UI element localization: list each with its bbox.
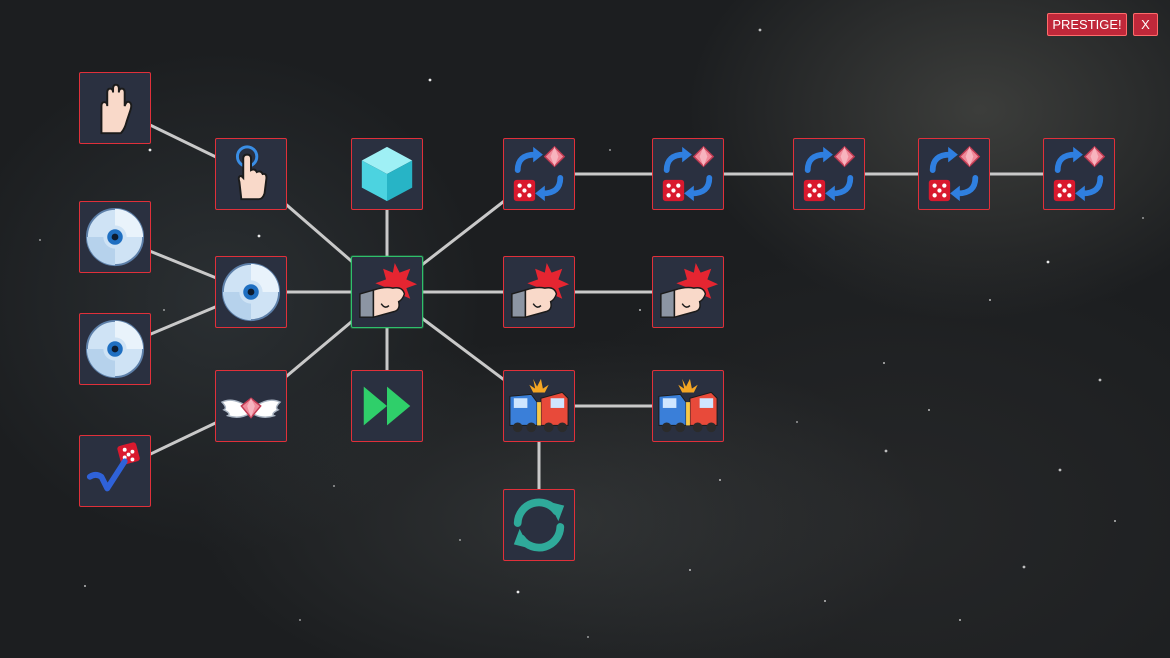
- star: [333, 485, 335, 487]
- star: [719, 479, 721, 481]
- skill-node-punch-3[interactable]: [652, 256, 724, 328]
- prestige-button[interactable]: PRESTIGE!: [1047, 13, 1127, 36]
- disc-icon: [84, 318, 146, 380]
- dice-gem-swap-icon: [657, 143, 719, 205]
- skill-node-winged-gem[interactable]: [215, 370, 287, 442]
- dice-gem-swap-icon: [923, 143, 985, 205]
- dice-gem-swap-icon: [508, 143, 570, 205]
- star: [148, 148, 152, 152]
- star: [884, 449, 888, 453]
- star: [1114, 520, 1116, 522]
- star: [84, 585, 86, 587]
- star: [516, 590, 520, 594]
- hand-icon: [84, 77, 146, 139]
- star: [928, 409, 930, 411]
- star: [639, 309, 641, 311]
- dice-gem-swap-icon: [798, 143, 860, 205]
- skill-node-reroll-4[interactable]: [918, 138, 990, 210]
- star: [299, 619, 301, 621]
- star: [459, 539, 461, 541]
- skill-node-fast-forward[interactable]: [351, 370, 423, 442]
- skill-node-refresh[interactable]: [503, 489, 575, 561]
- skill-node-reroll-3[interactable]: [793, 138, 865, 210]
- skill-node-cube[interactable]: [351, 138, 423, 210]
- skill-node-crash-1[interactable]: [503, 370, 575, 442]
- star: [1098, 378, 1102, 382]
- punch-icon: [356, 261, 418, 323]
- star: [758, 28, 762, 32]
- skill-node-punch-center[interactable]: [351, 256, 423, 328]
- skill-node-hand[interactable]: [79, 72, 151, 144]
- star: [1022, 565, 1026, 569]
- cube-icon: [356, 143, 418, 205]
- skill-node-punch-2[interactable]: [503, 256, 575, 328]
- star: [163, 309, 165, 311]
- skill-node-reroll-2[interactable]: [652, 138, 724, 210]
- skill-node-disc-2[interactable]: [215, 256, 287, 328]
- star: [1058, 468, 1062, 472]
- winged-gem-icon: [220, 375, 282, 437]
- star: [1142, 217, 1144, 219]
- punch-icon: [657, 261, 719, 323]
- truck-crash-icon: [657, 375, 719, 437]
- close-button[interactable]: X: [1133, 13, 1158, 36]
- star: [587, 636, 589, 638]
- tap-finger-icon: [220, 143, 282, 205]
- dice-check-icon: [84, 440, 146, 502]
- truck-crash-icon: [508, 375, 570, 437]
- dice-gem-swap-icon: [1048, 143, 1110, 205]
- star: [39, 239, 41, 241]
- skill-node-dice-check[interactable]: [79, 435, 151, 507]
- skill-node-reroll-1[interactable]: [503, 138, 575, 210]
- skill-node-crash-2[interactable]: [652, 370, 724, 442]
- skill-node-reroll-5[interactable]: [1043, 138, 1115, 210]
- star: [428, 78, 432, 82]
- fast-forward-icon: [356, 375, 418, 437]
- refresh-icon: [508, 494, 570, 556]
- star: [824, 600, 826, 602]
- star: [689, 569, 691, 571]
- punch-icon: [508, 261, 570, 323]
- skill-node-disc-1[interactable]: [79, 201, 151, 273]
- star: [257, 234, 261, 238]
- skill-node-disc-3[interactable]: [79, 313, 151, 385]
- skill-node-tap[interactable]: [215, 138, 287, 210]
- star: [959, 619, 961, 621]
- star: [796, 421, 798, 423]
- disc-icon: [84, 206, 146, 268]
- star: [989, 299, 991, 301]
- star: [883, 362, 885, 364]
- star: [1046, 260, 1050, 264]
- star: [609, 149, 611, 151]
- disc-icon: [220, 261, 282, 323]
